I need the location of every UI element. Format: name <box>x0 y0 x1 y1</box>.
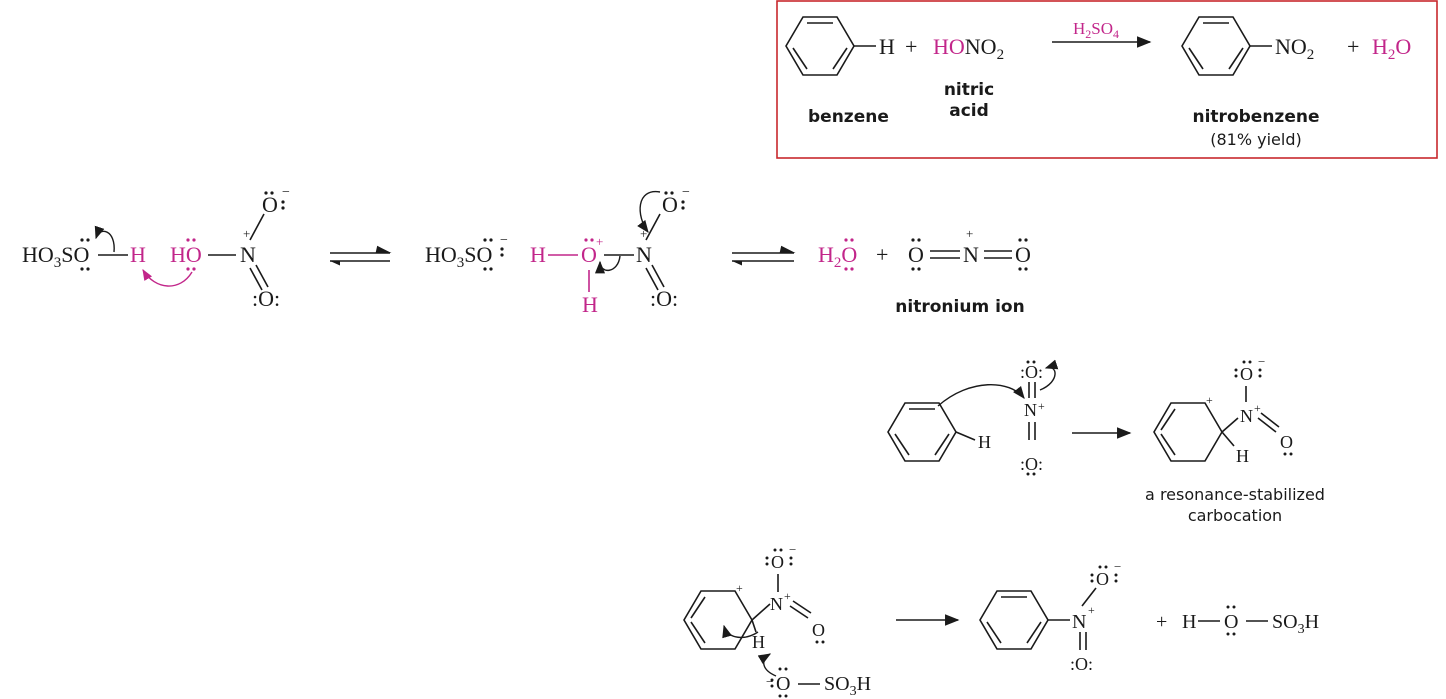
product-n-plus: + <box>1088 603 1095 617</box>
nitrobenzene-ring <box>979 590 1049 650</box>
step5-hydrogen: H <box>752 632 765 652</box>
benzene-ring-reactant <box>785 16 855 76</box>
hydrogen-below: H <box>582 292 598 317</box>
intermediate-o-minus: − <box>1258 354 1265 369</box>
intermediate-o-top: O <box>1240 364 1253 384</box>
catalyst-h2so4: H2SO4 <box>1073 19 1119 41</box>
nitrogen-plus-2: + <box>640 226 647 241</box>
intermediate-n: N <box>1240 406 1253 426</box>
n-plus-step4: + <box>1038 399 1045 413</box>
hydrogen-left: H <box>530 242 546 267</box>
product-o-top: O <box>1096 569 1109 589</box>
carbocation-ring <box>1153 402 1223 462</box>
oxygen-minus-2: − <box>682 185 690 200</box>
step5-o-minus: − <box>789 542 796 557</box>
hydrogen-sulfate-anion: HO3SO <box>425 242 492 271</box>
label-carbocation-1: a resonance-stabilized <box>1145 485 1325 504</box>
nitronium-ion: O N + O <box>908 226 1031 271</box>
benzene-ring-product <box>1181 16 1251 76</box>
oxonium-oxygen: O <box>581 242 597 267</box>
nitronium-o-right: O <box>1015 242 1031 267</box>
plus-3: + <box>876 242 888 267</box>
carbocation-ring-step5 <box>683 590 753 650</box>
benzene-ring-step4 <box>887 402 957 462</box>
nitrogen-plus: + <box>243 226 250 241</box>
step-deprotonation: + H N + O − O − O SO3H <box>683 542 1319 699</box>
oxygen-bottom-2: :O: <box>650 286 678 311</box>
nitric-acid-formula: HONO2 <box>933 34 1004 63</box>
nitronium-n-step4: N <box>1024 400 1037 420</box>
step5-n: N <box>770 594 783 614</box>
label-carbocation-2: carbocation <box>1188 506 1282 525</box>
base-so3h: SO3H <box>824 673 871 699</box>
equilibrium-arrow-1 <box>330 245 392 266</box>
step-protonated-nitric-acid: HO3SO − H O + H N + O − :O: <box>425 185 690 317</box>
plus-step5: + <box>1156 611 1167 633</box>
nitronium-plus: + <box>966 226 973 241</box>
carbocation-plus: + <box>1206 393 1213 407</box>
overall-reaction-box: H + HONO2 H2SO4 NO2 + H2O benzene nitric… <box>776 0 1438 159</box>
oxygen-top-2: O <box>662 192 678 217</box>
intermediate-h: H <box>1236 446 1249 466</box>
product-o-bottom: :O: <box>1070 654 1093 674</box>
benzene-hydrogen: H <box>879 34 895 59</box>
step5-plus: + <box>736 581 743 595</box>
base-minus: − <box>766 674 773 689</box>
sulfate-minus: − <box>500 233 508 248</box>
reaction-box-border <box>776 0 1438 159</box>
nitronium-o-top: :O: <box>1020 362 1043 382</box>
label-nitrobenzene: nitrobenzene <box>1193 107 1320 127</box>
base-oxygen: O <box>776 673 790 695</box>
plus-sign: + <box>905 34 917 59</box>
oxonium-plus: + <box>596 234 603 249</box>
ring-hydrogen: H <box>978 432 991 452</box>
acid-o: O <box>1224 611 1238 633</box>
acid-h: H <box>1182 611 1196 633</box>
intermediate-n-plus: + <box>1254 401 1261 415</box>
nitrogen-atom: N <box>240 242 256 267</box>
nitronium-o-bottom: :O: <box>1020 454 1043 474</box>
oxygen-minus: − <box>282 185 290 200</box>
oxygen-bottom: :O: <box>252 286 280 311</box>
nitro-group: NO2 <box>1275 34 1314 63</box>
step5-o-top: O <box>771 552 784 572</box>
nitronium-n: N <box>963 242 979 267</box>
label-acid: acid <box>949 101 989 121</box>
equilibrium-arrow-2 <box>732 245 796 266</box>
label-nitronium: nitronium ion <box>895 297 1024 317</box>
oxygen-top: O <box>262 192 278 217</box>
step-protonation: HO3SO H HO N + O − :O: <box>22 185 290 311</box>
nitronium-o-left: O <box>908 242 924 267</box>
step-nitronium-formation: H2O + O N + O nitronium ion <box>818 226 1031 317</box>
nitrogen-atom-2: N <box>636 242 652 267</box>
product-o-minus: − <box>1114 559 1121 574</box>
label-nitric: nitric <box>944 80 994 100</box>
acid-so3h: SO3H <box>1272 611 1319 637</box>
water-molecule: H2O <box>818 242 857 271</box>
hydrogen-sulfate-formula: HO3SO <box>22 242 89 271</box>
acidic-hydrogen: H <box>130 242 146 267</box>
step5-o-right: O <box>812 620 825 640</box>
product-n: N <box>1072 611 1086 633</box>
intermediate-o-right: O <box>1280 432 1293 452</box>
label-benzene: benzene <box>808 107 889 127</box>
water-formula: H2O <box>1372 34 1411 63</box>
step-electrophilic-attack: H :O: N + :O: + H N + O − O <box>887 354 1325 525</box>
plus-sign-2: + <box>1347 34 1359 59</box>
label-yield: (81% yield) <box>1210 130 1302 149</box>
step5-n-plus: + <box>784 589 791 603</box>
hydroxyl-group: HO <box>170 242 202 267</box>
